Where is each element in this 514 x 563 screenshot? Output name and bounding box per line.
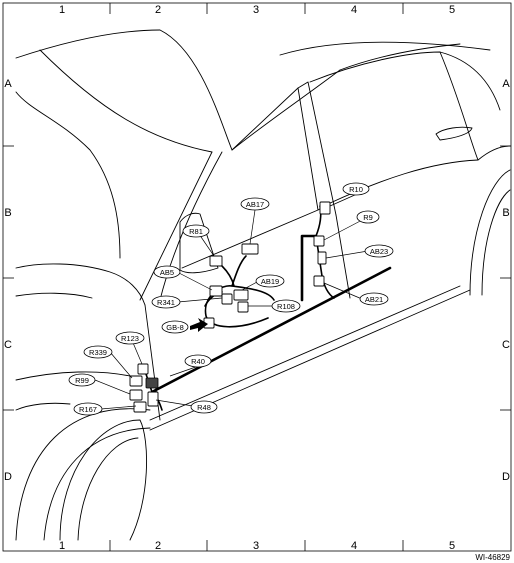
connector-ab23	[317, 251, 327, 265]
ground-arrow-icon	[190, 318, 208, 332]
connector-r48	[147, 391, 159, 407]
svg-text:GB-8: GB-8	[166, 323, 184, 332]
connector-r9	[313, 235, 325, 247]
callouts: R10 AB17 R9 R81 AB23 AB5 AB19 R341	[68, 182, 394, 416]
connector-ab19	[233, 289, 249, 301]
col-label-bottom: 5	[449, 540, 455, 552]
svg-text:AB21: AB21	[365, 295, 383, 304]
row-label-left: A	[4, 78, 12, 90]
row-label-right: B	[502, 207, 509, 219]
callout-r9: R9	[356, 210, 380, 224]
grid-frame: 1 2 3 4 5 1 2 3 4 5 A B C D A B C D	[2, 2, 512, 552]
row-label-right: D	[502, 471, 510, 483]
callout-r123: R123	[115, 331, 145, 345]
connector-r108	[237, 301, 249, 313]
col-label-bottom: 4	[351, 540, 357, 552]
svg-text:R48: R48	[197, 403, 211, 412]
connector-ab21	[313, 275, 325, 287]
callout-r10: R10	[342, 182, 370, 196]
callout-r81: R81	[182, 224, 210, 238]
svg-text:AB17: AB17	[246, 200, 264, 209]
callout-ab5: AB5	[153, 265, 181, 279]
callout-r48: R48	[190, 400, 218, 414]
connector-r10	[319, 201, 331, 215]
connector-r167	[133, 401, 147, 413]
connector-r341	[221, 293, 233, 305]
svg-text:R81: R81	[189, 227, 203, 236]
connector-r123	[137, 363, 149, 375]
col-label-top: 3	[253, 4, 259, 16]
svg-text:R108: R108	[277, 302, 295, 311]
row-label-left: D	[4, 471, 12, 483]
svg-text:R339: R339	[89, 348, 107, 357]
callout-r40: R40	[184, 354, 212, 368]
col-label-top: 4	[351, 4, 357, 16]
svg-text:R167: R167	[79, 405, 97, 414]
row-label-right: A	[502, 78, 510, 90]
col-label-bottom: 2	[155, 540, 161, 552]
connector-ab5	[209, 285, 223, 297]
col-label-top: 2	[155, 4, 161, 16]
svg-text:R40: R40	[191, 357, 205, 366]
connectors	[129, 201, 331, 413]
svg-text:AB5: AB5	[160, 268, 174, 277]
svg-text:R10: R10	[349, 185, 363, 194]
connector-block	[145, 377, 159, 389]
callout-ab21: AB21	[359, 292, 389, 306]
svg-text:AB19: AB19	[261, 277, 279, 286]
col-label-bottom: 3	[253, 540, 259, 552]
callout-r108: R108	[271, 299, 301, 313]
car-body-outline	[15, 29, 511, 541]
svg-text:R9: R9	[363, 213, 373, 222]
svg-text:R99: R99	[75, 376, 89, 385]
connector-r339	[129, 375, 143, 387]
connector-ab17	[241, 243, 259, 255]
callout-r341: R341	[151, 295, 181, 309]
callout-r339: R339	[83, 345, 113, 359]
callout-r167: R167	[73, 402, 103, 416]
row-label-left: B	[4, 207, 11, 219]
row-label-left: C	[4, 339, 12, 351]
col-label-bottom: 1	[59, 540, 65, 552]
callout-gb8: GB-8	[161, 320, 189, 334]
reference-number: WI-46829	[475, 553, 510, 562]
connector-r99	[129, 389, 143, 401]
callout-r99: R99	[68, 373, 96, 387]
callout-ab23: AB23	[364, 244, 394, 258]
connector-r81	[209, 255, 223, 267]
wiring-harness	[145, 205, 392, 411]
svg-text:R341: R341	[157, 298, 175, 307]
svg-text:R123: R123	[121, 334, 139, 343]
col-label-top: 5	[449, 4, 455, 16]
callout-ab19: AB19	[255, 274, 285, 288]
svg-text:AB23: AB23	[370, 247, 388, 256]
callout-ab17: AB17	[240, 197, 270, 211]
col-label-top: 1	[59, 4, 65, 16]
row-label-right: C	[502, 339, 510, 351]
